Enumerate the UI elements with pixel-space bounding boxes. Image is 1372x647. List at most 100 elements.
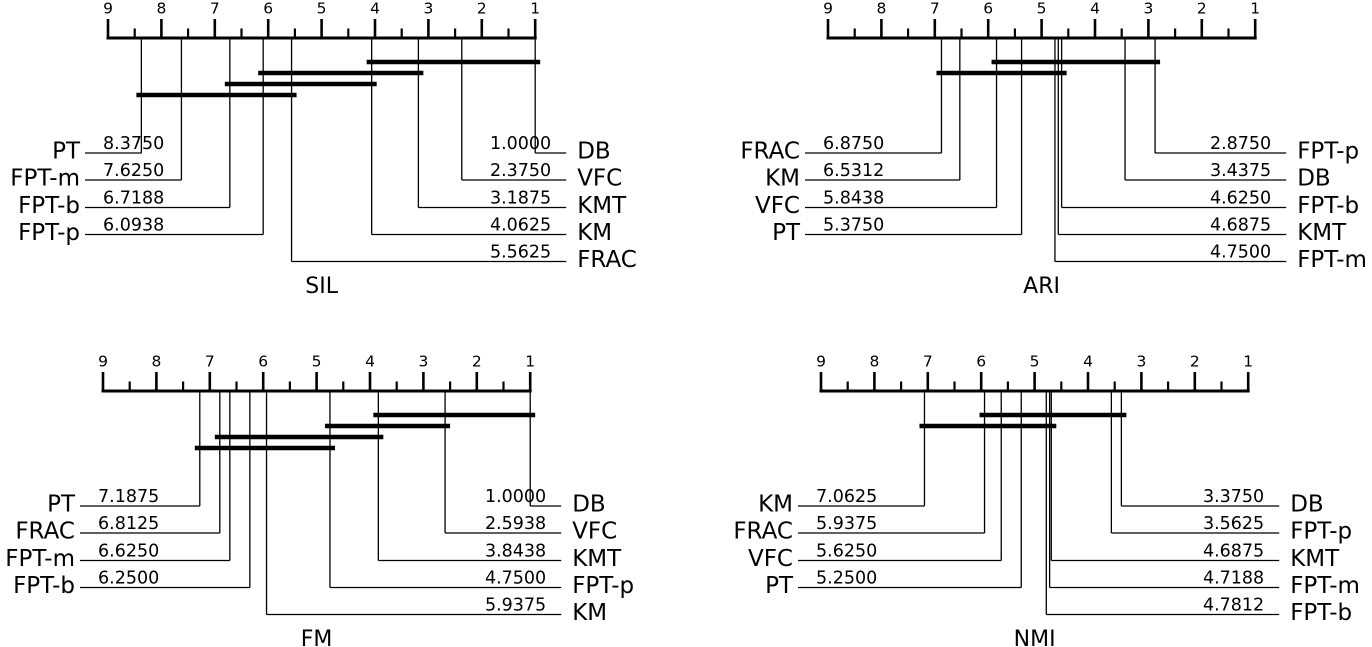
method-rank-value: 6.0938 — [103, 216, 164, 236]
method-label: KMT — [572, 546, 622, 572]
method-rank-value: 5.3750 — [823, 216, 884, 236]
method-label: PT — [765, 573, 794, 599]
axis-tick-label: 5 — [312, 353, 322, 371]
method-rank-value: 5.9375 — [485, 596, 546, 616]
method-label: VFC — [755, 193, 800, 219]
method-label: FPT-b — [18, 193, 80, 219]
method-label: FRAC — [733, 519, 793, 545]
method-rank-value: 3.4375 — [1210, 161, 1271, 181]
method-rank-value: 5.2500 — [816, 569, 877, 589]
axis-tick-label: 9 — [823, 0, 833, 18]
method-rank-value: 2.3750 — [490, 161, 551, 181]
method-rank-value: 1.0000 — [485, 487, 546, 507]
axis-tick-label: 1 — [530, 0, 540, 18]
axis-tick-label: 5 — [1037, 0, 1047, 18]
method-rank-value: 5.9375 — [816, 514, 877, 534]
axis-tick-label: 9 — [98, 353, 108, 371]
axis-tick-label: 3 — [423, 0, 433, 18]
method-label: FRAC — [740, 139, 800, 165]
method-rank-value: 5.8438 — [823, 189, 884, 209]
panel-title: FM — [301, 627, 333, 647]
method-rank-value: 5.6250 — [816, 542, 877, 562]
panel-title: SIL — [305, 274, 338, 299]
method-label: KMT — [1297, 220, 1347, 246]
method-label: FPT-p — [572, 573, 634, 599]
method-label: FPT-b — [13, 573, 75, 599]
method-label: FRAC — [15, 519, 75, 545]
method-rank-value: 6.2500 — [98, 569, 159, 589]
method-rank-value: 2.5938 — [485, 514, 546, 534]
method-rank-value: 8.3750 — [103, 134, 164, 154]
axis-tick-label: 7 — [930, 0, 940, 18]
axis-tick-label: 7 — [923, 353, 933, 371]
panel-title: NMI — [1014, 627, 1056, 647]
axis-tick-label: 3 — [1136, 353, 1146, 371]
axis-tick-label: 8 — [869, 353, 879, 371]
method-label: FPT-b — [1297, 193, 1359, 219]
method-rank-value: 7.6250 — [103, 161, 164, 181]
method-rank-value: 3.3750 — [1203, 487, 1264, 507]
method-rank-value: 4.0625 — [490, 216, 551, 236]
method-label: FPT-m — [1297, 247, 1367, 273]
method-label: DB — [577, 139, 611, 165]
axis-tick-label: 1 — [1243, 353, 1253, 371]
axis-tick-label: 5 — [317, 0, 327, 18]
method-label: FPT-m — [5, 546, 75, 572]
axis-tick-label: 4 — [365, 353, 375, 371]
axis-tick-label: 4 — [370, 0, 380, 18]
method-rank-value: 6.7188 — [103, 189, 164, 209]
method-label: DB — [1290, 492, 1324, 518]
axis-tick-label: 9 — [816, 353, 826, 371]
method-rank-value: 7.1875 — [98, 487, 159, 507]
axis-tick-label: 6 — [263, 0, 273, 18]
method-rank-value: 6.8125 — [98, 514, 159, 534]
method-rank-value: 5.5625 — [490, 243, 551, 263]
method-label: FPT-p — [1297, 139, 1359, 165]
method-label: FPT-b — [1290, 600, 1352, 626]
method-rank-value: 4.7500 — [485, 569, 546, 589]
method-label: KMT — [577, 193, 627, 219]
axis-tick-label: 9 — [103, 0, 113, 18]
method-label: DB — [572, 492, 606, 518]
axis-tick-label: 4 — [1090, 0, 1100, 18]
panel-title: ARI — [1023, 274, 1060, 299]
axis-tick-label: 5 — [1030, 353, 1040, 371]
axis-tick-label: 7 — [210, 0, 220, 18]
axis-tick-label: 4 — [1083, 353, 1093, 371]
method-rank-value: 6.6250 — [98, 542, 159, 562]
axis-tick-label: 8 — [151, 353, 161, 371]
axis-tick-label: 1 — [1250, 0, 1260, 18]
method-label: KMT — [1290, 546, 1340, 572]
method-rank-value: 3.5625 — [1203, 514, 1264, 534]
method-label: VFC — [572, 519, 617, 545]
method-label: VFC — [748, 546, 793, 572]
method-label: PT — [47, 492, 76, 518]
method-label: VFC — [577, 166, 622, 192]
axis-tick-label: 3 — [1143, 0, 1153, 18]
axis-tick-label: 8 — [876, 0, 886, 18]
axis-tick-label: 2 — [1197, 0, 1207, 18]
method-rank-value: 4.6875 — [1210, 216, 1271, 236]
method-rank-value: 4.7500 — [1210, 243, 1271, 263]
method-label: KM — [765, 166, 800, 192]
method-rank-value: 3.1875 — [490, 189, 551, 209]
axis-tick-label: 2 — [477, 0, 487, 18]
method-label: KM — [572, 600, 607, 626]
method-label: FPT-m — [10, 166, 80, 192]
method-rank-value: 4.6875 — [1203, 542, 1264, 562]
method-rank-value: 1.0000 — [490, 134, 551, 154]
axis-tick-label: 1 — [525, 353, 535, 371]
method-rank-value: 4.7812 — [1203, 596, 1264, 616]
method-rank-value: 6.5312 — [823, 161, 884, 181]
method-label: FPT-p — [1290, 519, 1352, 545]
method-label: KM — [577, 220, 612, 246]
axis-tick-label: 2 — [472, 353, 482, 371]
axis-tick-label: 3 — [418, 353, 428, 371]
method-rank-value: 2.8750 — [1210, 134, 1271, 154]
